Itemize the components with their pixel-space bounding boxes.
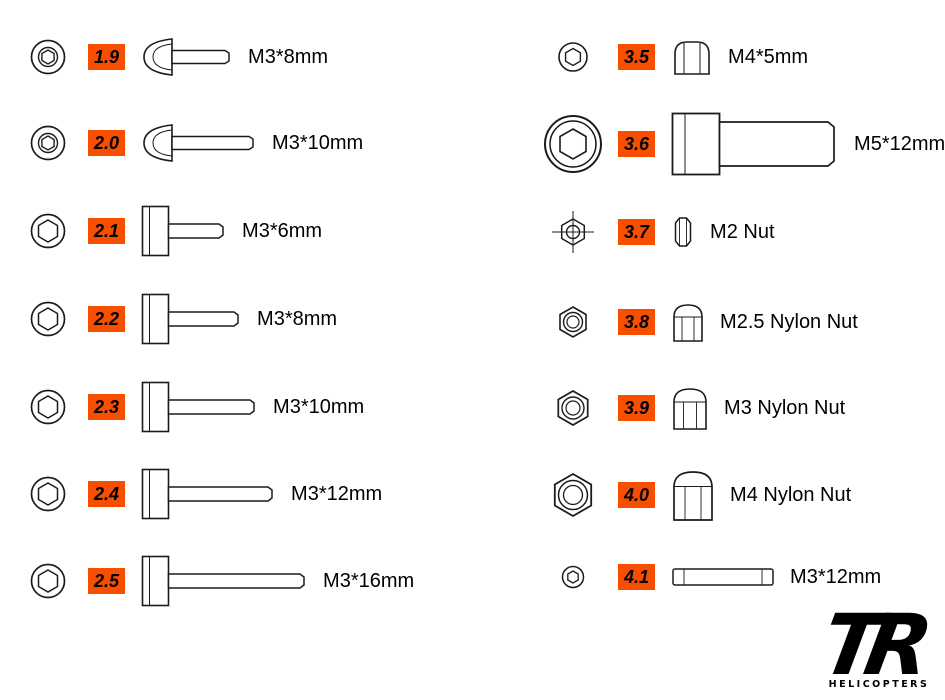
part-size-label: M3*16mm <box>323 569 415 592</box>
screw-side-view <box>671 112 839 176</box>
part-row-2-4: 2.4 M3*12mm <box>20 452 382 536</box>
part-number-badge: 3.9 <box>618 395 656 421</box>
hex-socket-top-view-icon <box>20 211 76 251</box>
part-row-2-0: 2.0 M3*10mm <box>20 101 363 185</box>
nylon-nut-side-view <box>671 302 705 343</box>
hex-nut-front-view-icon <box>540 387 606 429</box>
part-number-badge: 2.4 <box>88 481 126 507</box>
nut-side-view <box>671 215 695 249</box>
part-size-label: M4 Nylon Nut <box>730 483 852 506</box>
nylon-nut-side-view <box>671 386 709 431</box>
hex-socket-top-view-icon <box>20 387 76 427</box>
part-size-label: M3*8mm <box>248 45 329 68</box>
part-row-4-0: 4.0 M4 Nylon Nut <box>540 453 851 537</box>
part-number-badge: 4.0 <box>618 482 656 508</box>
part-row-3-8: 3.8 M2.5 Nylon Nut <box>540 280 858 364</box>
part-row-3-9: 3.9 M3 Nylon Nut <box>540 366 845 450</box>
part-number-badge: 2.5 <box>88 568 126 594</box>
part-row-3-5: 3.5 M4*5mm <box>540 15 808 99</box>
hex-socket-top-view-icon <box>540 39 606 75</box>
part-row-1-9: 1.9 M3*8mm <box>20 15 328 99</box>
brand-logo-text: TR <box>814 595 926 694</box>
dome-nut-side-view <box>671 38 713 76</box>
screw-side-view <box>141 123 257 163</box>
part-row-3-6: 3.6 M5*12mm <box>540 102 945 186</box>
part-number-badge: 4.1 <box>618 564 656 590</box>
part-number-badge: 3.7 <box>618 219 656 245</box>
button-head-top-view-icon <box>20 37 76 77</box>
part-row-2-2: 2.2 M3*8mm <box>20 277 337 361</box>
part-number-badge: 3.6 <box>618 131 656 157</box>
screw-side-view <box>141 293 242 345</box>
standoff-side-view <box>671 567 775 587</box>
part-size-label: M2 Nut <box>710 220 775 243</box>
part-size-label: M3*10mm <box>273 395 365 418</box>
part-row-2-5: 2.5 M3*16mm <box>20 539 414 623</box>
part-size-label: M3*12mm <box>790 565 882 588</box>
part-row-3-7: 3.7 M2 Nut <box>540 190 775 274</box>
part-number-badge: 2.2 <box>88 306 126 332</box>
screw-side-view <box>141 381 258 433</box>
part-number-badge: 3.5 <box>618 44 656 70</box>
screw-side-view <box>141 205 227 257</box>
part-size-label: M3*8mm <box>257 307 338 330</box>
part-row-4-1: 4.1 M3*12mm <box>540 535 881 619</box>
hex-socket-top-view-icon <box>20 474 76 514</box>
screw-side-view <box>141 555 308 607</box>
nylon-nut-side-view <box>671 469 715 522</box>
part-size-label: M3*10mm <box>272 131 364 154</box>
brand-logo-subtext: HELICOPTERS <box>828 679 930 690</box>
hex-socket-top-view-icon <box>540 564 606 590</box>
part-number-badge: 3.8 <box>618 309 656 335</box>
part-size-label: M4*5mm <box>728 45 809 68</box>
screw-side-view <box>141 37 233 77</box>
hex-nut-front-view-icon <box>540 209 606 255</box>
part-number-badge: 2.3 <box>88 394 126 420</box>
part-size-label: M2.5 Nylon Nut <box>720 310 858 333</box>
part-number-badge: 2.0 <box>88 130 126 156</box>
part-row-2-3: 2.3 M3*10mm <box>20 365 364 449</box>
part-number-badge: 1.9 <box>88 44 126 70</box>
part-size-label: M3*6mm <box>242 219 323 242</box>
part-number-badge: 2.1 <box>88 218 126 244</box>
hex-socket-top-view-icon <box>20 299 76 339</box>
hex-nut-front-view-icon <box>540 303 606 341</box>
hex-nut-front-view-icon <box>540 470 606 520</box>
part-size-label: M5*12mm <box>854 132 945 155</box>
hex-socket-top-view-icon <box>20 561 76 601</box>
hex-socket-top-view-icon <box>540 112 606 176</box>
brand-logo: TR HELICOPTERS <box>814 596 935 694</box>
part-size-label: M3*12mm <box>291 482 383 505</box>
button-head-top-view-icon <box>20 123 76 163</box>
screw-side-view <box>141 468 276 520</box>
part-size-label: M3 Nylon Nut <box>724 396 846 419</box>
part-row-2-1: 2.1 M3*6mm <box>20 189 322 273</box>
